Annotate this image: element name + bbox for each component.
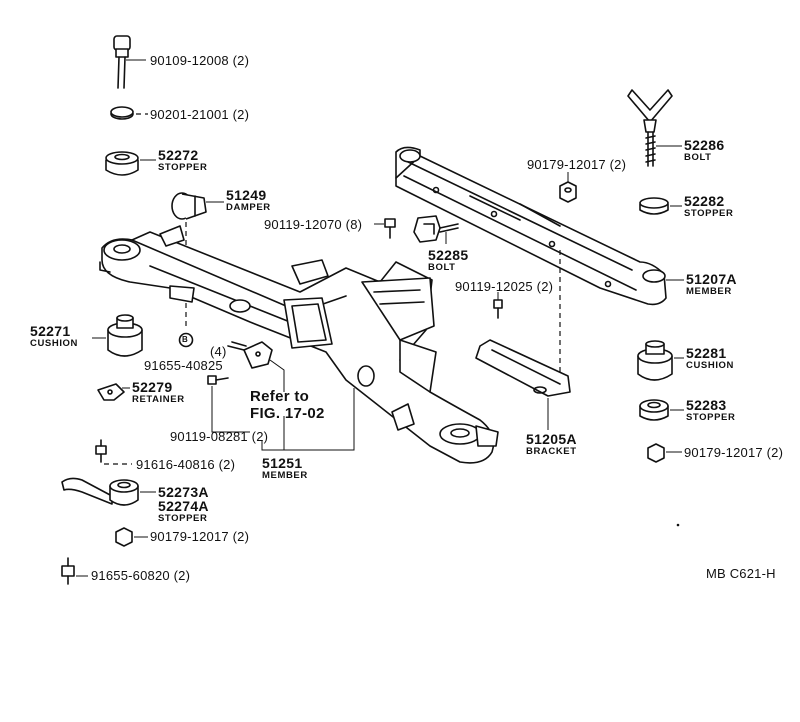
part-group-52281: 52281 CUSHION bbox=[686, 346, 734, 371]
part-number-52271: 52271 bbox=[30, 323, 71, 339]
part-group-52279: 52279 RETAINER bbox=[132, 380, 185, 405]
part-group-52283: 52283 STOPPER bbox=[686, 398, 735, 423]
part-label-90201-21001: 90201-21001 (2) bbox=[150, 107, 250, 122]
part-number-52281: 52281 bbox=[686, 345, 727, 361]
nut-icon bbox=[115, 527, 133, 547]
bolt-icon bbox=[384, 218, 396, 239]
crossmember-icon bbox=[99, 225, 499, 464]
part-group-51251: 51251 MEMBER bbox=[262, 456, 308, 481]
callout-b-marker bbox=[178, 332, 194, 348]
figure-code: MB C621-H bbox=[706, 566, 776, 581]
part-label-90119-12025: 90119-12025 (2) bbox=[455, 279, 554, 294]
part-label-90179-12017-top: 90179-12017 (2) bbox=[527, 157, 627, 172]
part-group-51249: 51249 DAMPER bbox=[226, 188, 271, 213]
part-group-52282: 52282 STOPPER bbox=[684, 194, 733, 219]
reference-line-1: Refer to bbox=[250, 388, 310, 405]
stopper-icon bbox=[639, 399, 669, 421]
part-group-51207A: 51207A MEMBER bbox=[686, 272, 737, 297]
part-label-90119-08281: 90119-08281 (2) bbox=[170, 429, 269, 444]
bolt-icon bbox=[113, 35, 131, 89]
cushion-icon bbox=[107, 314, 143, 357]
part-number-52283: 52283 bbox=[686, 397, 727, 413]
part-number-51205A: 51205A bbox=[526, 431, 577, 447]
part-name-stopper: STOPPER bbox=[158, 162, 208, 173]
reference-note: Refer to FIG. 17-02 bbox=[250, 388, 325, 423]
part-label-90179-12017-right: 90179-12017 (2) bbox=[684, 445, 784, 460]
part-number-52282: 52282 bbox=[684, 193, 725, 209]
part-label-91616-40816: 91616-40816 (2) bbox=[136, 457, 236, 472]
part-number-52274A: 52274A bbox=[158, 498, 209, 514]
part-name-stopper: STOPPER bbox=[686, 412, 736, 423]
part-number-52273A: 52273A bbox=[158, 484, 209, 500]
reference-line-2: FIG. 17-02 bbox=[250, 405, 325, 423]
part-label-90119-12070: 90119-12070 (8) bbox=[264, 217, 363, 232]
washer-icon bbox=[110, 106, 134, 120]
part-group-52272: 52272 STOPPER bbox=[158, 148, 207, 173]
part-name-retainer: RETAINER bbox=[132, 394, 185, 405]
cushion-icon bbox=[637, 340, 673, 381]
wing-bolt-icon bbox=[627, 89, 673, 167]
nut-icon bbox=[559, 181, 577, 203]
part-number-51249: 51249 bbox=[226, 187, 267, 203]
stopper-icon bbox=[61, 477, 139, 506]
part-number-51207A: 51207A bbox=[686, 271, 737, 287]
part-number-52279: 52279 bbox=[132, 379, 173, 395]
bolt-icon bbox=[207, 375, 229, 385]
part-name-member: MEMBER bbox=[262, 470, 308, 481]
part-name-stopper: STOPPER bbox=[158, 513, 208, 524]
part-name-bolt: BOLT bbox=[428, 262, 456, 273]
part-group-52273A-52274A: 52273A 52274A STOPPER bbox=[158, 485, 209, 524]
callout-b-letter: B bbox=[182, 335, 188, 344]
part-name-cushion: CUSHION bbox=[30, 338, 79, 349]
part-name-member: MEMBER bbox=[686, 286, 732, 297]
part-name-bolt: BOLT bbox=[684, 152, 712, 163]
part-name-bracket: BRACKET bbox=[526, 446, 577, 457]
part-group-52286: 52286 BOLT bbox=[684, 138, 724, 163]
part-number-52272: 52272 bbox=[158, 147, 199, 163]
part-name-damper: DAMPER bbox=[226, 202, 271, 213]
part-label-90109-12008: 90109-12008 (2) bbox=[150, 53, 250, 68]
retainer-icon bbox=[97, 383, 125, 401]
crossmember-icon bbox=[395, 146, 667, 306]
part-label-91655-40825: 91655-40825 bbox=[144, 358, 223, 373]
bolt-icon bbox=[493, 299, 503, 319]
part-number-52285: 52285 bbox=[428, 247, 469, 263]
part-label-91655-60820: 91655-60820 (2) bbox=[91, 568, 191, 583]
part-number-52286: 52286 bbox=[684, 137, 725, 153]
bracket-icon bbox=[413, 215, 459, 243]
part-qty-91655-40825: (4) bbox=[210, 344, 227, 359]
nut-icon bbox=[647, 443, 665, 463]
bolt-icon bbox=[61, 557, 75, 585]
stopper-icon bbox=[639, 197, 669, 215]
bracket-icon bbox=[227, 341, 273, 369]
bolt-icon bbox=[95, 439, 107, 463]
part-group-52285: 52285 BOLT bbox=[428, 248, 468, 273]
damper-icon bbox=[171, 192, 207, 220]
part-name-cushion: CUSHION bbox=[686, 360, 735, 371]
part-label-90179-12017-bottom: 90179-12017 (2) bbox=[150, 529, 250, 544]
bracket-icon bbox=[475, 339, 571, 397]
part-number-51251: 51251 bbox=[262, 455, 303, 471]
part-name-stopper: STOPPER bbox=[684, 208, 734, 219]
stopper-icon bbox=[105, 151, 139, 176]
part-group-52271: 52271 CUSHION bbox=[30, 324, 78, 349]
part-group-51205A: 51205A BRACKET bbox=[526, 432, 577, 457]
